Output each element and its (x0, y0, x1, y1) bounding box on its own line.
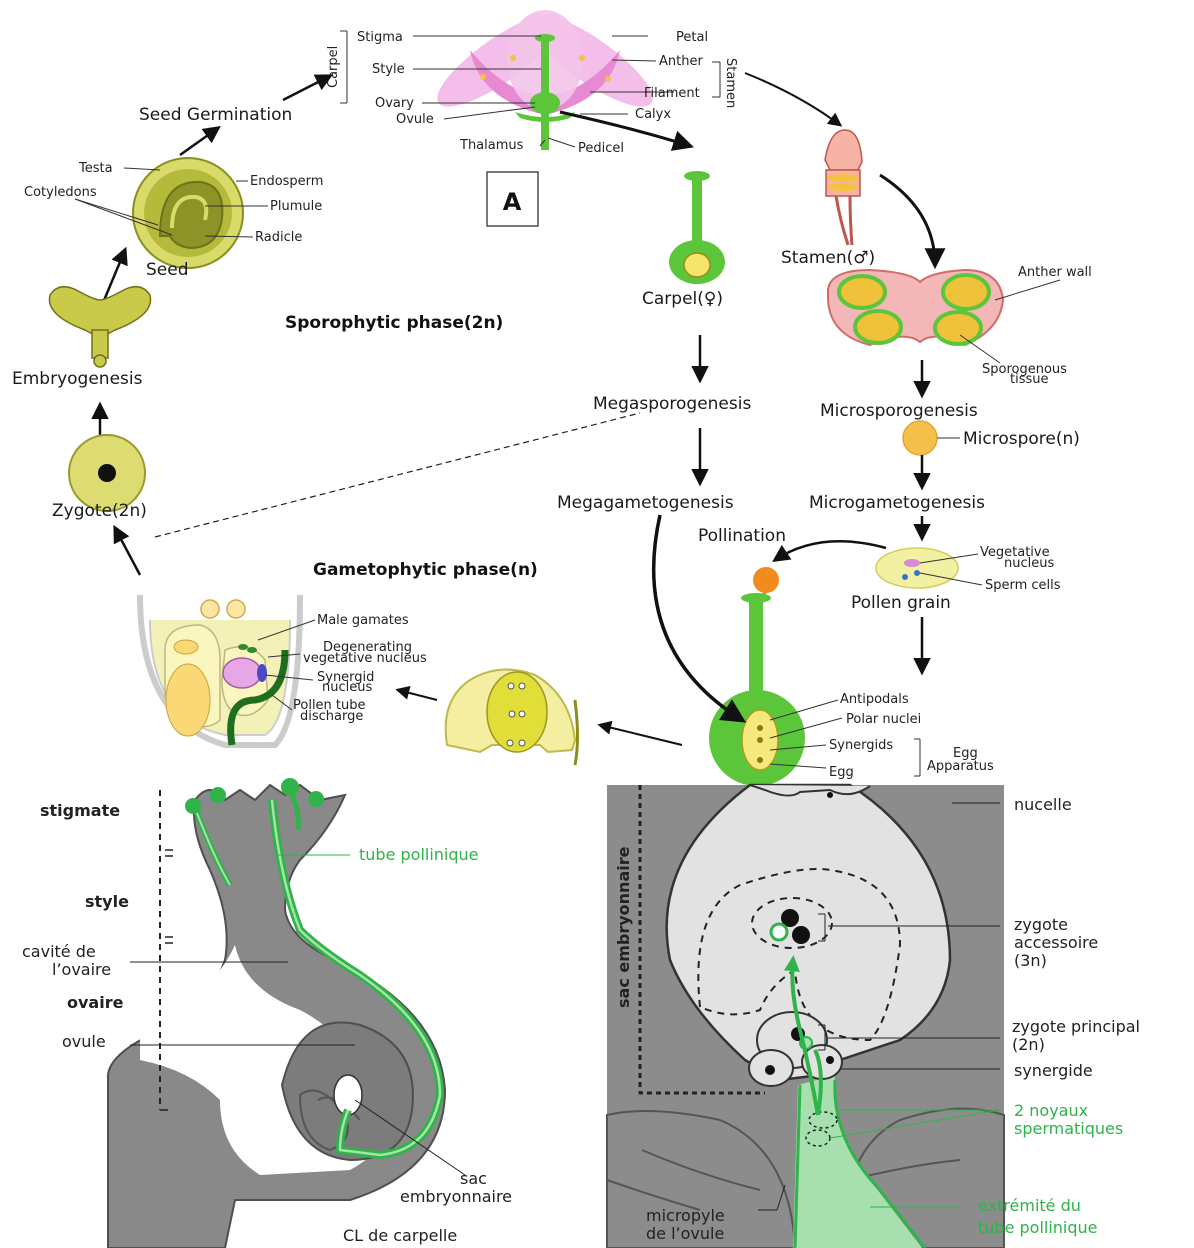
label-sporophytic-phase: Sporophytic phase(2n) (285, 313, 503, 333)
label-style-fr: style (85, 892, 129, 911)
label-style: Style (372, 62, 405, 77)
pollinated-carpel-illustration (709, 567, 805, 786)
life-cycle-diagram: Stigma Style Ovary Ovule Thalamus Pedice… (12, 0, 1092, 786)
label-tube-pollinique: tube pollinique (359, 845, 479, 864)
label-plumule: Plumule (270, 199, 322, 214)
label-carpel-bracket: Carpel (326, 46, 341, 88)
label-zygote-pr-1: zygote principal (1012, 1017, 1140, 1036)
label-filament: Filament (644, 86, 700, 101)
label-pedicel: Pedicel (578, 141, 624, 156)
fertilized-ovule-illustration (446, 670, 578, 765)
label-zygote-acc-3: (3n) (1014, 951, 1047, 970)
label-ovary: Ovary (375, 96, 414, 111)
label-megasporogenesis: Megasporogenesis (593, 394, 751, 414)
label-megagametogenesis: Megagametogenesis (557, 493, 734, 513)
label-stamen-bracket: Stamen (723, 58, 738, 108)
label-radicle: Radicle (255, 230, 302, 245)
anther-cross-section (828, 270, 1003, 345)
label-antipodals: Antipodals (840, 692, 909, 707)
label-pollen-discharge-2: discharge (300, 709, 363, 724)
stamen-illustration (825, 130, 862, 245)
label-embryogenesis: Embryogenesis (12, 369, 143, 389)
label-caption: CL de carpelle (343, 1226, 457, 1245)
label-synergid-nucleus-2: nucleus (322, 680, 372, 695)
label-pollination: Pollination (698, 526, 786, 546)
label-vegetative-2: nucleus (1004, 556, 1054, 571)
label-sac-1: sac (460, 1169, 487, 1188)
label-gametophytic-phase: Gametophytic phase(n) (313, 560, 538, 580)
label-sac-2: embryonnaire (400, 1187, 512, 1206)
label-ovaire: ovaire (67, 993, 124, 1012)
label-zygote: Zygote(2n) (52, 501, 147, 521)
label-extremite-2: tube pollinique (978, 1218, 1098, 1237)
label-microgametogenesis: Microgametogenesis (809, 493, 985, 513)
label-pollen-grain: Pollen grain (851, 593, 951, 613)
label-testa: Testa (78, 161, 113, 176)
label-sac-embryonnaire: sac embryonnaire (614, 846, 633, 1008)
label-stigma: Stigma (357, 30, 403, 45)
label-seed-germination: Seed Germination (139, 105, 292, 125)
label-anther: Anther (659, 54, 703, 69)
label-ovule: Ovule (396, 112, 434, 127)
label-cavite-1: cavité de (22, 942, 96, 961)
label-synergids: Synergids (829, 738, 893, 753)
label-calyx: Calyx (635, 107, 671, 122)
label-micropyle-2: de l’ovule (646, 1224, 724, 1243)
embryo-sac-diagram (607, 785, 1004, 1248)
label-polar-nuclei: Polar nuclei (846, 712, 921, 727)
label-male-gametes: Male gamates (317, 613, 409, 628)
seed-illustration (133, 158, 243, 268)
pollen-grain-illustration (876, 548, 958, 588)
label-egg-apparatus-2: Apparatus (927, 759, 994, 774)
label-cotyledons: Cotyledons (24, 185, 97, 200)
label-carpel: Carpel(♀) (642, 289, 723, 309)
label-zygote-pr-2: (2n) (1012, 1035, 1045, 1054)
figure-label-a: A (503, 188, 522, 216)
label-micropyle-1: micropyle (646, 1206, 725, 1225)
fertilization-detail-illustration (140, 595, 300, 745)
microspore-illustration (903, 421, 937, 455)
label-anther-wall: Anther wall (1018, 265, 1092, 280)
label-egg: Egg (829, 765, 854, 780)
label-thalamus: Thalamus (459, 138, 524, 153)
label-cavite-2: l’ovaire (52, 960, 111, 979)
label-noyaux-2: spermatiques (1014, 1119, 1123, 1138)
label-petal: Petal (676, 30, 708, 45)
label-zygote-acc-1: zygote (1014, 915, 1068, 934)
label-stamen: Stamen(♂) (781, 248, 875, 268)
label-noyaux-1: 2 noyaux (1014, 1101, 1088, 1120)
label-zygote-acc-2: accessoire (1014, 933, 1098, 952)
label-sperm-cells: Sperm cells (985, 578, 1061, 593)
carpel-illustration (669, 171, 725, 284)
label-endosperm: Endosperm (250, 174, 323, 189)
label-stigmate: stigmate (40, 801, 120, 820)
label-degenerating-2: vegetative nucleus (303, 651, 427, 666)
label-nucelle: nucelle (1014, 795, 1072, 814)
label-sporogenous-2: tissue (1010, 372, 1049, 387)
embryo-illustration (49, 287, 150, 367)
label-ovule-fr: ovule (62, 1032, 106, 1051)
label-seed: Seed (146, 260, 189, 280)
label-microsporogenesis: Microsporogenesis (820, 401, 978, 421)
label-synergide: synergide (1014, 1061, 1093, 1080)
label-microspore: Microspore(n) (963, 429, 1080, 449)
label-extremite-1: extrémité du (978, 1196, 1081, 1215)
